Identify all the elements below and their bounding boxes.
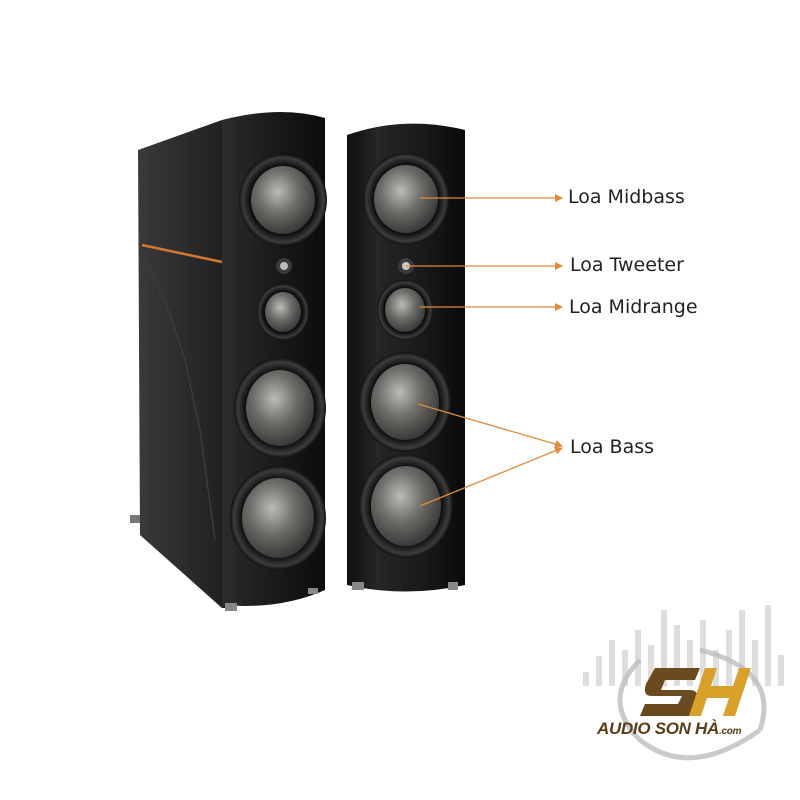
left-bass-driver-lower [230, 466, 326, 570]
logo-brand-text: AUDIO SON HÀ [597, 719, 720, 738]
left-tweeter-driver [276, 258, 292, 274]
left-bass-driver-upper [234, 358, 326, 458]
right-midrange-driver [377, 280, 433, 340]
right-bass-driver-lower [359, 454, 453, 558]
label-bass: Loa Bass [570, 436, 655, 458]
label-midrange: Loa Midrange [569, 296, 698, 318]
arrow-bass-lower [419, 446, 563, 507]
logo-domain-text: .com [719, 726, 742, 737]
logo-wordmark: AUDIO SON HÀ.com [597, 719, 741, 739]
left-midbass-driver [239, 154, 327, 246]
annotation-arrows [406, 194, 563, 507]
label-tweeter: Loa Tweeter [570, 254, 684, 276]
right-bass-driver-upper [359, 352, 451, 452]
logo-swoosh-graphic [617, 647, 767, 761]
left-speaker [130, 111, 327, 611]
brand-logo [583, 605, 784, 761]
arrow-bass-upper [417, 403, 563, 448]
label-midbass: Loa Midbass [568, 186, 685, 208]
right-speaker [347, 123, 465, 592]
right-midbass-driver [363, 153, 449, 245]
left-midrange-driver [257, 284, 309, 340]
sh-monogram-graphic [640, 668, 751, 716]
